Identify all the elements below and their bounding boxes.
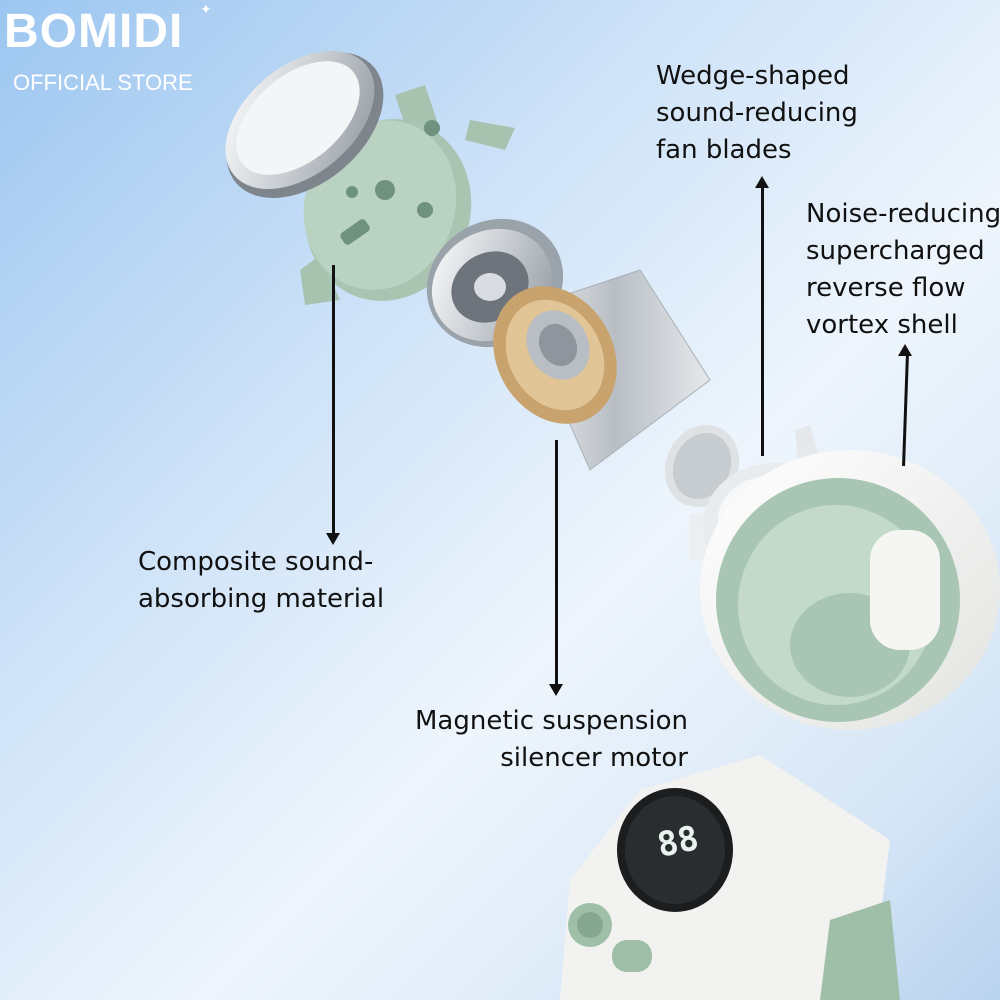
arrow-motor-head — [549, 684, 563, 696]
label-line: sound-reducing — [656, 98, 858, 128]
label-line: Noise-reducing — [806, 199, 1000, 229]
arrow-motor-line — [555, 440, 558, 686]
brand-logo: BOMIDI — [4, 5, 184, 58]
label-line: Composite sound- — [138, 547, 374, 577]
label-line: absorbing material — [138, 584, 385, 614]
label-motor: Magnetic suspension silencer motor — [390, 703, 688, 777]
dryer-handle — [560, 755, 900, 1000]
label-fan-blades: Wedge-shaped sound-reducing fan blades — [656, 58, 858, 169]
label-line: silencer motor — [500, 743, 688, 773]
arrow-sound-absorbing-line — [332, 265, 335, 535]
label-line: reverse flow — [806, 273, 966, 303]
label-sound-absorbing: Composite sound- absorbing material — [138, 544, 384, 618]
label-line: Magnetic suspension — [414, 706, 688, 736]
brand-tagline: OFFICIAL STORE — [13, 70, 193, 95]
motor — [493, 269, 711, 471]
label-line: fan blades — [656, 135, 792, 165]
arrow-sound-absorbing-head — [326, 533, 340, 545]
arrow-fan-blades-head — [755, 176, 769, 188]
arrow-fan-blades-line — [761, 186, 764, 456]
label-line: supercharged — [806, 236, 985, 266]
vortex-shell — [700, 450, 1000, 730]
sparkle-icon: ✦ — [200, 2, 212, 18]
arrow-vortex-shell-head — [898, 344, 912, 356]
label-line: Wedge-shaped — [656, 61, 850, 91]
label-line: vortex shell — [806, 310, 958, 340]
metal-disc-cap — [225, 50, 384, 198]
label-vortex-shell: Noise-reducing supercharged reverse flow… — [806, 196, 1000, 344]
